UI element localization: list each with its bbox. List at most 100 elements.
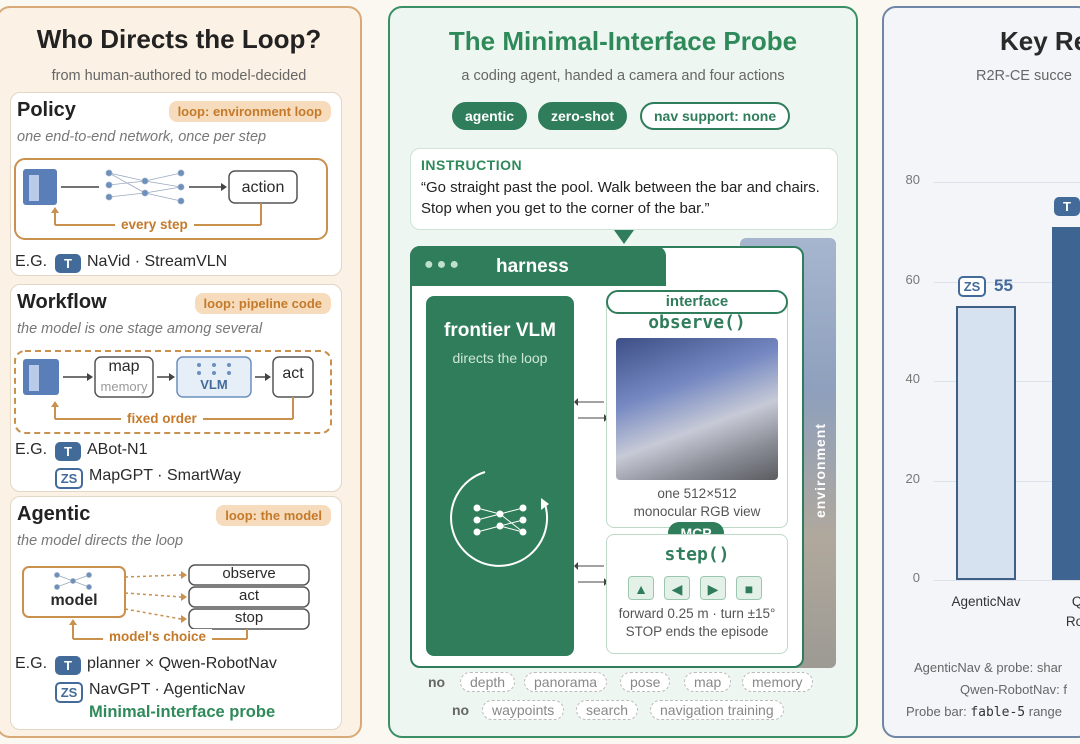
- agentic-card: Agentic loop: the model the model direct…: [10, 496, 342, 730]
- environment-label: environment: [812, 422, 828, 518]
- zero-shot-badge: ZS: [55, 468, 83, 489]
- workflow-example-list-2: MapGPT · SmartWay: [89, 467, 242, 484]
- view-caption-1: one 512×512: [657, 486, 737, 501]
- policy-action-label: action: [241, 179, 285, 196]
- interface-label: interface: [606, 290, 788, 314]
- workflow-act-label: act: [282, 365, 304, 382]
- chart-note-1: AgenticNav & probe: shar: [914, 660, 1063, 675]
- agentic-title: Agentic: [17, 503, 91, 525]
- bar-qw-robo: [1052, 226, 1080, 580]
- no-chip-search: search: [576, 700, 639, 720]
- network-icon: [105, 169, 185, 205]
- gridline: [934, 580, 1080, 581]
- camera-frame-thumbnail: [23, 359, 59, 395]
- turn-right-icon[interactable]: ▶: [700, 576, 726, 600]
- instruction-arrow-icon: [614, 230, 634, 244]
- vlm-network-icon: [197, 363, 231, 375]
- y-tick-label: 40: [905, 371, 920, 386]
- chart-note-3-code: fable-5: [970, 705, 1026, 720]
- camera-frame-thumbnail: [23, 169, 57, 205]
- policy-example-list: NaVid · StreamVLN: [87, 253, 228, 270]
- no-chip-depth: depth: [460, 672, 516, 692]
- middle-panel: The Minimal-Interface Probe a coding age…: [388, 6, 858, 738]
- step-caption-1: forward 0.25 m · turn ±15°: [618, 606, 776, 621]
- no-chip-panorama: panorama: [524, 672, 608, 692]
- policy-diagram: [14, 158, 328, 240]
- trained-badge: T: [55, 656, 81, 675]
- observe-function[interactable]: observe(): [648, 312, 746, 333]
- workflow-title: Workflow: [17, 291, 107, 313]
- agentic-observe-label: observe: [222, 565, 276, 582]
- workflow-example-list-1: ABot-N1: [87, 441, 148, 458]
- instruction-box: INSTRUCTION “Go straight past the pool. …: [410, 148, 838, 230]
- map-box: [94, 356, 154, 398]
- agentic-example-list-1: planner × Qwen-RobotNav: [87, 655, 277, 672]
- vlm-loop-network-icon: [450, 471, 549, 567]
- agentic-act-label: act: [238, 587, 259, 604]
- stop-box: [188, 608, 310, 630]
- step-caption-2: STOP ends the episode: [625, 624, 769, 639]
- bar-badge: T: [1054, 196, 1080, 216]
- no-chip-navigation-training: navigation training: [650, 700, 784, 720]
- workflow-memory-label: memory: [100, 379, 148, 394]
- x-category-label: AgenticNav: [951, 594, 1021, 609]
- vlm-box: [176, 356, 252, 398]
- bar-value-label: 55: [994, 276, 1013, 296]
- trained-badge: T: [55, 254, 81, 273]
- agentic-diagram: [22, 564, 310, 640]
- model-network-icon: [54, 572, 92, 590]
- y-tick-label: 20: [905, 471, 920, 486]
- workflow-loop-tag: loop: pipeline code: [194, 293, 331, 314]
- pill-agentic: agentic: [452, 102, 528, 130]
- observe-box: [188, 564, 310, 586]
- chart-note-3-suffix: range: [1028, 704, 1062, 719]
- instruction-text: “Go straight past the pool. Walk between…: [421, 179, 820, 217]
- agentic-model-label: model: [50, 592, 98, 609]
- policy-desc: one end-to-end network, once per step: [17, 129, 267, 145]
- step-function[interactable]: step(): [664, 544, 730, 565]
- pill-nav-support: nav support: none: [640, 102, 791, 130]
- y-tick-label: 0: [912, 570, 920, 585]
- policy-loop-tag: loop: environment loop: [168, 101, 331, 122]
- left-panel-title: Who Directs the Loop?: [36, 24, 322, 54]
- middle-panel-subtitle: a coding agent, handed a camera and four…: [461, 68, 785, 84]
- no-chip-map: map: [684, 672, 732, 692]
- left-panel: Who Directs the Loop? from human-authore…: [0, 6, 362, 738]
- workflow-loop-frame: [14, 350, 332, 434]
- workflow-desc: the model is one stage among several: [17, 321, 263, 337]
- y-tick-label: 60: [905, 272, 920, 287]
- bar-agenticnav: [956, 306, 1016, 580]
- view-caption-2: monocular RGB view: [633, 504, 761, 519]
- stop-icon[interactable]: ■: [736, 576, 762, 600]
- no-chip-waypoints: waypoints: [482, 700, 565, 720]
- policy-card: Policy loop: environment loop one end-to…: [10, 92, 342, 276]
- chart-note-2: Qwen-RobotNav: f: [960, 682, 1067, 697]
- chart-note-3-prefix: Probe bar:: [906, 704, 967, 719]
- agentic-loop-tag: loop: the model: [216, 505, 331, 526]
- policy-loop-label: every step: [115, 217, 194, 232]
- forward-icon[interactable]: ▲: [628, 576, 654, 600]
- action-box: [228, 170, 298, 204]
- frontier-vlm-block: frontier VLM directs the loop: [426, 296, 574, 656]
- policy-title: Policy: [17, 99, 76, 121]
- workflow-vlm-label: VLM: [200, 377, 228, 392]
- pill-zero-shot: zero-shot: [538, 102, 627, 130]
- workflow-diagram: [14, 350, 332, 434]
- turn-left-icon[interactable]: ◀: [664, 576, 690, 600]
- workflow-card: Workflow loop: pipeline code the model i…: [10, 284, 342, 492]
- window-dots-icon: ●●●: [424, 256, 462, 273]
- left-panel-subtitle: from human-authored to model-decided: [51, 68, 307, 84]
- agentic-example-list-2: NavGPT · AgenticNav: [89, 681, 246, 698]
- harness-header: ●●● harness: [410, 246, 666, 286]
- chart-note-3: Probe bar: fable-5 range: [906, 704, 1062, 720]
- right-panel-title: Key Re: [1000, 26, 1080, 56]
- workflow-loop-label: fixed order: [121, 411, 203, 426]
- vlm-interface-arrows: [574, 398, 608, 586]
- policy-examples: T NaVid · StreamVLN: [55, 253, 227, 273]
- y-tick-label: 80: [905, 172, 920, 187]
- minimal-interface-probe-highlight: Minimal-interface probe: [89, 703, 276, 721]
- workflow-eg-label: E.G.: [15, 441, 48, 458]
